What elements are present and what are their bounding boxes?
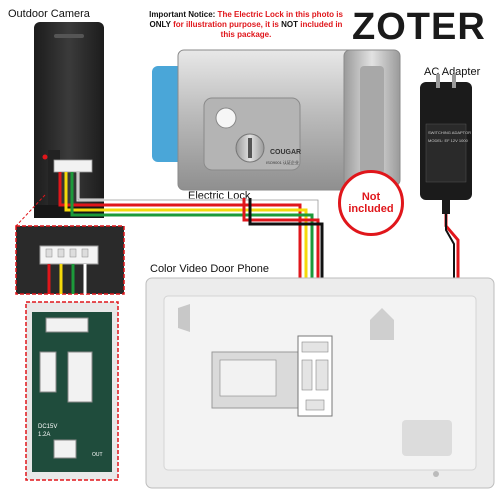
lock-brand: COUGAR xyxy=(270,149,301,156)
board-out: OUT xyxy=(92,452,103,458)
important-notice: Important Notice: The Electric Lock in t… xyxy=(148,10,344,40)
adapter-title: SWITCHING ADAPTOR xyxy=(428,130,471,135)
not-included-line-1: Not xyxy=(361,191,381,203)
notice-text-2: for illustration purpose, it is xyxy=(170,20,282,29)
outdoor-camera xyxy=(34,22,104,218)
monitor-board-zoom: DC15V 1.2A OUT xyxy=(25,301,119,481)
color-video-door-phone-label: Color Video Door Phone xyxy=(150,263,270,275)
zoter-logo: ZOTER xyxy=(352,6,486,48)
notice-text-3: included in this package. xyxy=(220,20,343,39)
not-included-line-2: included xyxy=(348,203,394,215)
lock-cert: ISO9001 认证企业 xyxy=(266,159,299,165)
door-phone-monitor xyxy=(145,277,495,489)
outdoor-camera-label: Outdoor Camera xyxy=(8,8,90,20)
board-current: 1.2A xyxy=(38,432,50,438)
notice-text-1: The Electric Lock in this photo is xyxy=(215,10,343,19)
notice-prefix: Important Notice: xyxy=(149,10,216,19)
notice-not: NOT xyxy=(281,20,298,29)
board-power: DC15V xyxy=(38,424,57,430)
camera-connector-zoom xyxy=(15,194,125,295)
electric-lock: COUGAR ISO9001 认证企业 xyxy=(152,49,401,191)
notice-only: ONLY xyxy=(149,20,171,29)
adapter-model: MODEL: EF 12V 1000 xyxy=(428,138,469,143)
ac-adapter: SWITCHING ADAPTOR MODEL: EF 12V 1000 xyxy=(325,74,472,454)
